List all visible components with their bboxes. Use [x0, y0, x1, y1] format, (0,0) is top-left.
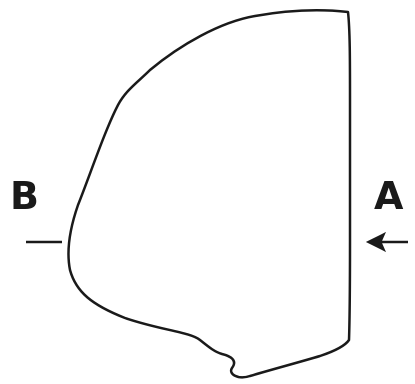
- label-a: A: [374, 177, 403, 215]
- arrow-left-icon: [367, 233, 408, 251]
- outline-shape: [68, 10, 350, 377]
- label-b: B: [10, 177, 39, 215]
